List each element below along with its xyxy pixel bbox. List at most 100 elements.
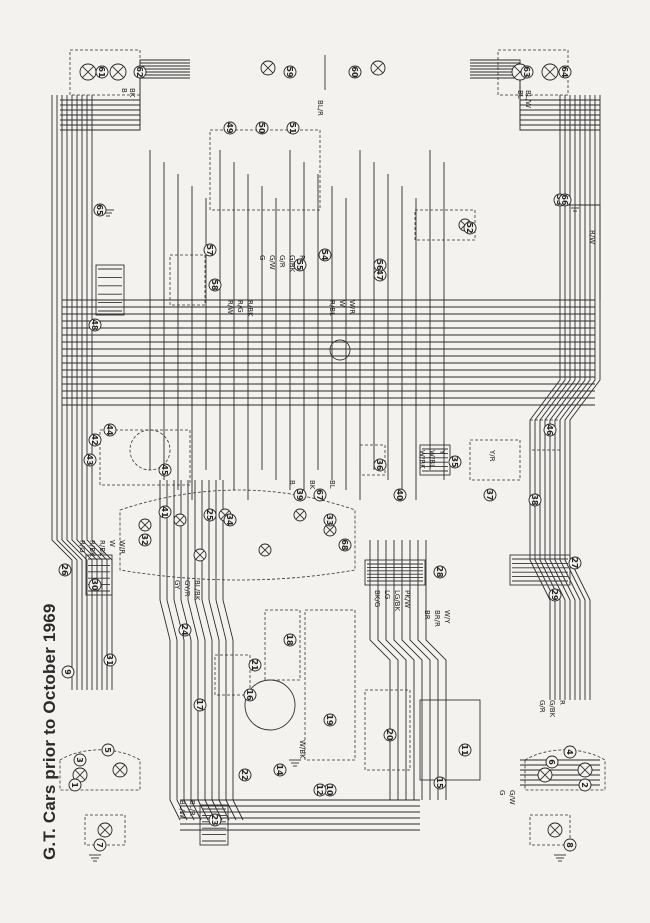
- wire: [71, 95, 93, 690]
- number-ring: [93, 203, 107, 217]
- component-number: 50: [257, 122, 266, 134]
- ground-symbol: [569, 204, 581, 212]
- component-number: 9: [63, 669, 72, 675]
- wire-code-label: GY: [173, 580, 181, 590]
- number-ring: [61, 665, 75, 679]
- component-number: 40: [395, 489, 404, 501]
- wire-code-label: W: [338, 300, 346, 307]
- component-number-5: 5: [101, 743, 115, 757]
- component-number: 44: [105, 424, 114, 436]
- battery: [419, 699, 481, 781]
- number-ring: [318, 248, 332, 262]
- number-ring: [103, 653, 117, 667]
- head-lamp: [109, 63, 127, 81]
- wire: [549, 95, 581, 700]
- wire-harness: [51, 55, 601, 831]
- component-number-15: 15: [433, 776, 447, 790]
- component-number-56: 56: [373, 258, 387, 272]
- component-number: 26: [60, 564, 69, 576]
- number-plate-lamp-right: [529, 814, 571, 846]
- wire: [56, 95, 78, 690]
- number-ring: [103, 423, 117, 437]
- component-number-66: 66: [558, 193, 572, 207]
- number-ring: [58, 563, 72, 577]
- wire: [529, 95, 561, 700]
- regulator: [364, 689, 411, 771]
- wire-code-label: Y/R: [488, 449, 496, 462]
- component-number: 62: [135, 66, 144, 77]
- number-ring: [563, 745, 577, 759]
- wire: [76, 95, 98, 690]
- number-ring: [383, 728, 397, 742]
- component-number-14: 14: [273, 763, 287, 777]
- wire-code-label: B: [288, 480, 296, 485]
- component-number: 30: [90, 579, 99, 591]
- number-ring: [323, 713, 337, 727]
- number-ring: [373, 258, 387, 272]
- component-number-62: 62: [133, 65, 147, 79]
- wire-code-label: G/W: [268, 255, 276, 270]
- component-number-27: 27: [568, 556, 582, 570]
- component-number: 10: [325, 784, 334, 796]
- lamp-cross: [74, 769, 86, 781]
- component-number-64: 64: [558, 65, 572, 79]
- lamp-cross: [579, 764, 591, 776]
- number-ring: [563, 838, 577, 852]
- plate-lamp: [97, 822, 113, 838]
- lamp-cross: [325, 525, 335, 535]
- number-ring: [558, 65, 572, 79]
- lamp-cross: [220, 510, 230, 520]
- number-ring: [393, 488, 407, 502]
- ground-symbol: [289, 759, 301, 767]
- number-ring: [158, 463, 172, 477]
- lamp-cross: [260, 545, 270, 555]
- lamp-cross: [82, 66, 94, 78]
- component-number-37: 37: [483, 488, 497, 502]
- component-number: 21: [250, 659, 259, 671]
- starter-solenoid: [214, 654, 251, 696]
- wire: [60, 71, 190, 121]
- connector-block: [364, 559, 426, 586]
- number-ring: [338, 538, 352, 552]
- component-number: 35: [450, 456, 459, 468]
- warning-lamp: [323, 523, 337, 537]
- number-ring: [101, 743, 115, 757]
- wire-code-label: W/Y: [443, 610, 451, 624]
- plate-lamp: [547, 822, 563, 838]
- lighting-switch: [99, 429, 191, 486]
- number-ring: [158, 505, 172, 519]
- component-number-61: 61: [95, 65, 109, 79]
- wire-code-label: BL/BK: [193, 580, 201, 601]
- component-number: 18: [285, 634, 294, 646]
- component-number: 33: [325, 514, 334, 525]
- number-ring: [433, 565, 447, 579]
- number-ring: [313, 488, 327, 502]
- wire: [393, 540, 415, 800]
- component-number: 36: [375, 459, 384, 471]
- component-number: 41: [160, 506, 169, 518]
- component-number: 15: [435, 777, 444, 789]
- wire-code-label: G: [258, 255, 266, 260]
- wire: [173, 480, 195, 821]
- stop-lamp: [112, 762, 128, 778]
- component-number: 32: [140, 534, 149, 545]
- component-number-28: 28: [433, 565, 447, 579]
- instrument-cluster: [119, 489, 356, 581]
- component-number: 64: [560, 66, 569, 78]
- diagram-title: G.T. Cars prior to October 1969: [40, 603, 59, 860]
- number-ring: [558, 193, 572, 207]
- component-number-42: 42: [88, 433, 102, 447]
- component-number: 67: [315, 489, 324, 500]
- component-number-17: 17: [193, 698, 207, 712]
- component-number-8: 8: [563, 838, 577, 852]
- wire-code-label: G/BK: [288, 255, 296, 273]
- component-number-54: 54: [318, 248, 332, 262]
- component-number: 12: [315, 784, 324, 795]
- component-number-29: 29: [548, 588, 562, 602]
- number-ring: [88, 433, 102, 447]
- wire: [61, 95, 83, 690]
- wire-code-label: BK: [128, 88, 136, 98]
- number-ring: [283, 633, 297, 647]
- wire: [81, 95, 103, 690]
- component-number-45: 45: [158, 463, 172, 477]
